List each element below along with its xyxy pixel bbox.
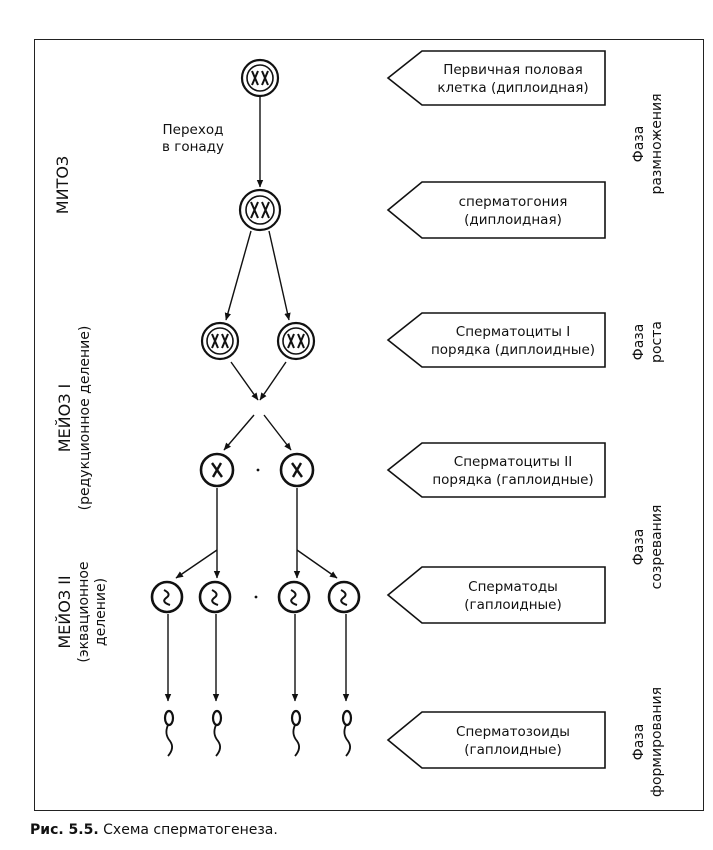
arrow-left-branch xyxy=(175,549,218,579)
meiosis-1-subtitle: (редукционное деление) xyxy=(77,326,93,511)
primary-spermatocyte-left xyxy=(200,321,240,361)
stage-box-spermatozoa: Сперматозоиды (гаплоидные) xyxy=(386,711,606,769)
primary-germ-cell xyxy=(240,58,280,98)
transition-label-line-1: Переход xyxy=(163,122,224,138)
spermatid-2 xyxy=(198,580,232,614)
ring-cell-with-wavy-chromosome-icon xyxy=(198,580,232,614)
stage-box-primary-spermatocytes: Сперматоциты I порядка (диплоидные) xyxy=(386,312,606,368)
phase-reproduction-line-1: Фаза xyxy=(631,126,647,163)
sperm-icon xyxy=(290,709,302,757)
ring-cell-with-wavy-chromosome-icon xyxy=(150,580,184,614)
mitosis-title: МИТОЗ xyxy=(53,156,72,214)
primary-spermatocyte-right xyxy=(276,321,316,361)
phase-growth-line-1: Фаза xyxy=(631,324,647,361)
sperm-icon xyxy=(163,709,175,757)
transition-label-line-2: в гонаду xyxy=(162,139,224,155)
scheme-frame xyxy=(34,39,704,811)
phase-formation: Фаза формирования xyxy=(631,687,665,797)
stage-4-line-2: (гаплоидные) xyxy=(464,597,562,613)
phase-reproduction-line-2: размножения xyxy=(649,93,665,194)
spermatozoon-4 xyxy=(341,709,353,757)
meiosis-2-title: МЕЙОЗ II xyxy=(55,575,74,648)
stage-2-line-1: Сперматоциты I xyxy=(456,324,570,340)
ring-cell-with-x-chromosome-icon xyxy=(199,452,235,488)
label-mitosis: МИТОЗ xyxy=(53,156,72,214)
stage-0-line-2: клетка (диплоидная) xyxy=(437,80,588,96)
phase-maturation-line-1: Фаза xyxy=(631,529,647,566)
stage-5-line-1: Сперматозоиды xyxy=(456,724,570,740)
double-ring-cell-with-crossed-chromosomes-icon xyxy=(200,321,240,361)
arrow-right-branch xyxy=(296,549,338,579)
figure-caption: Рис. 5.5. Схема сперматогенеза. xyxy=(30,822,278,838)
stage-box-primary-germ-cell: Первичная половая клетка (диплоидная) xyxy=(386,50,606,106)
phase-maturation-line-2: созревания xyxy=(649,505,665,590)
secondary-spermatocyte-right xyxy=(279,452,315,488)
spermatozoon-2 xyxy=(211,709,223,757)
arrow-spermatogonium-to-right xyxy=(268,230,291,321)
stage-4-line-1: Сперматоды xyxy=(468,579,558,595)
double-ring-cell-with-crossed-chromosomes-icon xyxy=(276,321,316,361)
ring-cell-with-wavy-chromosome-icon xyxy=(327,580,361,614)
spermatid-4 xyxy=(327,580,361,614)
stage-box-secondary-spermatocytes: Сперматоциты II порядка (гаплоидные) xyxy=(386,442,606,498)
arrow-right-converge xyxy=(259,361,287,401)
dot-marker xyxy=(256,468,260,472)
spermatid-3 xyxy=(277,580,311,614)
stage-3-line-2: порядка (гаплоидные) xyxy=(432,472,593,488)
arrow-split-left xyxy=(223,414,255,451)
ring-cell-with-x-chromosome-icon xyxy=(279,452,315,488)
stage-1-line-1: сперматогония xyxy=(459,194,568,210)
double-ring-cell-with-crossed-chromosomes-icon xyxy=(238,188,282,232)
meiosis-2-subtitle-1: (эквационное xyxy=(76,561,92,662)
ring-cell-with-wavy-chromosome-icon xyxy=(277,580,311,614)
phase-maturation: Фаза созревания xyxy=(631,505,665,590)
dot-marker xyxy=(254,595,258,599)
arrow-split-right xyxy=(263,414,292,451)
phase-reproduction: Фаза размножения xyxy=(631,93,665,194)
spermatozoon-1 xyxy=(163,709,175,757)
label-meiosis-1: МЕЙОЗ I (редукционное деление) xyxy=(55,326,93,511)
phase-growth: Фаза роста xyxy=(631,321,665,363)
stage-1-line-2: (диплоидная) xyxy=(464,212,562,228)
stage-5-line-2: (гаплоидные) xyxy=(464,742,562,758)
stage-box-spermatogonium: сперматогония (диплоидная) xyxy=(386,181,606,239)
transition-label: Переход в гонаду xyxy=(162,122,224,155)
arrow-spermatogonium-to-left xyxy=(224,230,252,321)
stage-3-line-1: Сперматоциты II xyxy=(454,454,572,470)
phase-growth-line-2: роста xyxy=(649,321,665,363)
phase-formation-line-2: формирования xyxy=(649,687,665,797)
meiosis-1-title: МЕЙОЗ I xyxy=(55,384,74,453)
stage-0-line-1: Первичная половая xyxy=(443,62,583,78)
sperm-icon xyxy=(341,709,353,757)
arrow-left-converge xyxy=(230,361,259,401)
phase-formation-line-1: Фаза xyxy=(631,724,647,761)
sperm-icon xyxy=(211,709,223,757)
secondary-spermatocyte-left xyxy=(199,452,235,488)
stage-box-spermatids: Сперматоды (гаплоидные) xyxy=(386,566,606,624)
spermatogonium-cell xyxy=(238,188,282,232)
figure-caption-number: Рис. 5.5. xyxy=(30,822,99,838)
meiosis-2-subtitle-2: деление) xyxy=(93,578,109,646)
label-meiosis-2: МЕЙОЗ II (эквационное деление) xyxy=(55,561,109,662)
figure-caption-text: Схема сперматогенеза. xyxy=(103,822,278,838)
stage-2-line-2: порядка (диплоидные) xyxy=(431,342,595,358)
double-ring-cell-with-crossed-chromosomes-icon xyxy=(240,58,280,98)
spermatozoon-3 xyxy=(290,709,302,757)
flow-arrows xyxy=(164,97,350,702)
spermatid-1 xyxy=(150,580,184,614)
